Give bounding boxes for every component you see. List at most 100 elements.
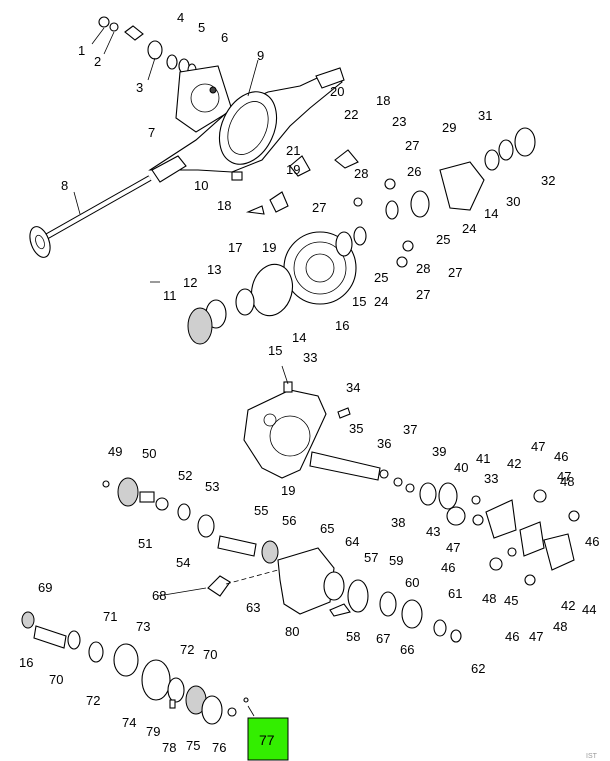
- callout-47d[interactable]: 47: [557, 469, 571, 484]
- callout-25b[interactable]: 25: [436, 232, 450, 247]
- callout-31[interactable]: 31: [478, 108, 492, 123]
- callout-26[interactable]: 26: [407, 164, 421, 179]
- callout-45[interactable]: 45: [504, 593, 518, 608]
- callout-28a[interactable]: 28: [354, 166, 368, 181]
- callout-55[interactable]: 55: [254, 503, 268, 518]
- callout-9[interactable]: 9: [257, 48, 264, 63]
- callout-1[interactable]: 1: [78, 43, 85, 58]
- callout-14a[interactable]: 14: [292, 330, 306, 345]
- callout-77[interactable]: 77: [259, 732, 275, 748]
- callout-27a[interactable]: 27: [405, 138, 419, 153]
- callout-15b[interactable]: 15: [352, 294, 366, 309]
- callout-42b[interactable]: 42: [561, 598, 575, 613]
- callout-20[interactable]: 20: [330, 84, 344, 99]
- callout-5[interactable]: 5: [198, 20, 205, 35]
- callout-3[interactable]: 3: [136, 80, 143, 95]
- callout-25a[interactable]: 25: [374, 270, 388, 285]
- callout-10[interactable]: 10: [194, 178, 208, 193]
- callout-2[interactable]: 2: [94, 54, 101, 69]
- callout-63[interactable]: 63: [246, 600, 260, 615]
- callout-23[interactable]: 23: [392, 114, 406, 129]
- callout-35[interactable]: 35: [349, 421, 363, 436]
- callout-33b[interactable]: 33: [484, 471, 498, 486]
- callout-76[interactable]: 76: [212, 740, 226, 755]
- callout-42a[interactable]: 42: [507, 456, 521, 471]
- callout-29[interactable]: 29: [442, 120, 456, 135]
- callout-79[interactable]: 79: [146, 724, 160, 739]
- callout-41[interactable]: 41: [476, 451, 490, 466]
- callout-58[interactable]: 58: [346, 629, 360, 644]
- callout-7[interactable]: 7: [148, 125, 155, 140]
- callout-67[interactable]: 67: [376, 631, 390, 646]
- callout-16a[interactable]: 16: [335, 318, 349, 333]
- callout-59[interactable]: 59: [389, 553, 403, 568]
- highlighted-part-77[interactable]: 77: [247, 717, 289, 761]
- callout-70b[interactable]: 70: [203, 647, 217, 662]
- callout-34[interactable]: 34: [346, 380, 360, 395]
- callout-24b[interactable]: 24: [462, 221, 476, 236]
- callout-44[interactable]: 44: [582, 602, 596, 617]
- callout-72b[interactable]: 72: [180, 642, 194, 657]
- callout-53[interactable]: 53: [205, 479, 219, 494]
- callout-40[interactable]: 40: [454, 460, 468, 475]
- callout-19b[interactable]: 19: [262, 240, 276, 255]
- callout-80[interactable]: 80: [285, 624, 299, 639]
- callout-64[interactable]: 64: [345, 534, 359, 549]
- callout-13[interactable]: 13: [207, 262, 221, 277]
- callout-48b[interactable]: 48: [482, 591, 496, 606]
- callout-62[interactable]: 62: [471, 661, 485, 676]
- callout-61[interactable]: 61: [448, 586, 462, 601]
- callout-18b[interactable]: 18: [376, 93, 390, 108]
- callout-69[interactable]: 69: [38, 580, 52, 595]
- callout-37[interactable]: 37: [403, 422, 417, 437]
- callout-52[interactable]: 52: [178, 468, 192, 483]
- callout-8[interactable]: 8: [61, 178, 68, 193]
- callout-19c[interactable]: 19: [281, 483, 295, 498]
- callout-27b[interactable]: 27: [312, 200, 326, 215]
- callout-18a[interactable]: 18: [217, 198, 231, 213]
- callout-65[interactable]: 65: [320, 521, 334, 536]
- callout-33a[interactable]: 33: [303, 350, 317, 365]
- callout-78[interactable]: 78: [162, 740, 176, 755]
- callout-46c[interactable]: 46: [505, 629, 519, 644]
- callout-47a[interactable]: 47: [531, 439, 545, 454]
- callout-21[interactable]: 21: [286, 143, 300, 158]
- callout-66[interactable]: 66: [400, 642, 414, 657]
- callout-57[interactable]: 57: [364, 550, 378, 565]
- callout-56[interactable]: 56: [282, 513, 296, 528]
- callout-36[interactable]: 36: [377, 436, 391, 451]
- callout-6[interactable]: 6: [221, 30, 228, 45]
- callout-48c[interactable]: 48: [553, 619, 567, 634]
- callout-71[interactable]: 71: [103, 609, 117, 624]
- callout-46a[interactable]: 46: [554, 449, 568, 464]
- callout-14b[interactable]: 14: [484, 206, 498, 221]
- callout-46d[interactable]: 46: [585, 534, 599, 549]
- callout-46b[interactable]: 46: [441, 560, 455, 575]
- callout-27d[interactable]: 27: [416, 287, 430, 302]
- callout-47b[interactable]: 47: [446, 540, 460, 555]
- callout-27c[interactable]: 27: [448, 265, 462, 280]
- callout-47c[interactable]: 47: [529, 629, 543, 644]
- callout-19a[interactable]: 19: [286, 162, 300, 177]
- callout-32[interactable]: 32: [541, 173, 555, 188]
- highlight-box[interactable]: [247, 717, 289, 761]
- callout-72a[interactable]: 72: [86, 693, 100, 708]
- callout-12[interactable]: 12: [183, 275, 197, 290]
- callout-11[interactable]: 11: [163, 288, 177, 303]
- callout-74[interactable]: 74: [122, 715, 136, 730]
- callout-15a[interactable]: 15: [268, 343, 282, 358]
- callout-38[interactable]: 38: [391, 515, 405, 530]
- callout-49[interactable]: 49: [108, 444, 122, 459]
- callout-50[interactable]: 50: [142, 446, 156, 461]
- callout-54[interactable]: 54: [176, 555, 190, 570]
- callout-30[interactable]: 30: [506, 194, 520, 209]
- callout-60[interactable]: 60: [405, 575, 419, 590]
- callout-16b[interactable]: 16: [19, 655, 33, 670]
- callout-68[interactable]: 68: [152, 588, 166, 603]
- callout-22[interactable]: 22: [344, 107, 358, 122]
- callout-51[interactable]: 51: [138, 536, 152, 551]
- callout-43[interactable]: 43: [426, 524, 440, 539]
- callout-28b[interactable]: 28: [416, 261, 430, 276]
- callout-24a[interactable]: 24: [374, 294, 388, 309]
- callout-75[interactable]: 75: [186, 738, 200, 753]
